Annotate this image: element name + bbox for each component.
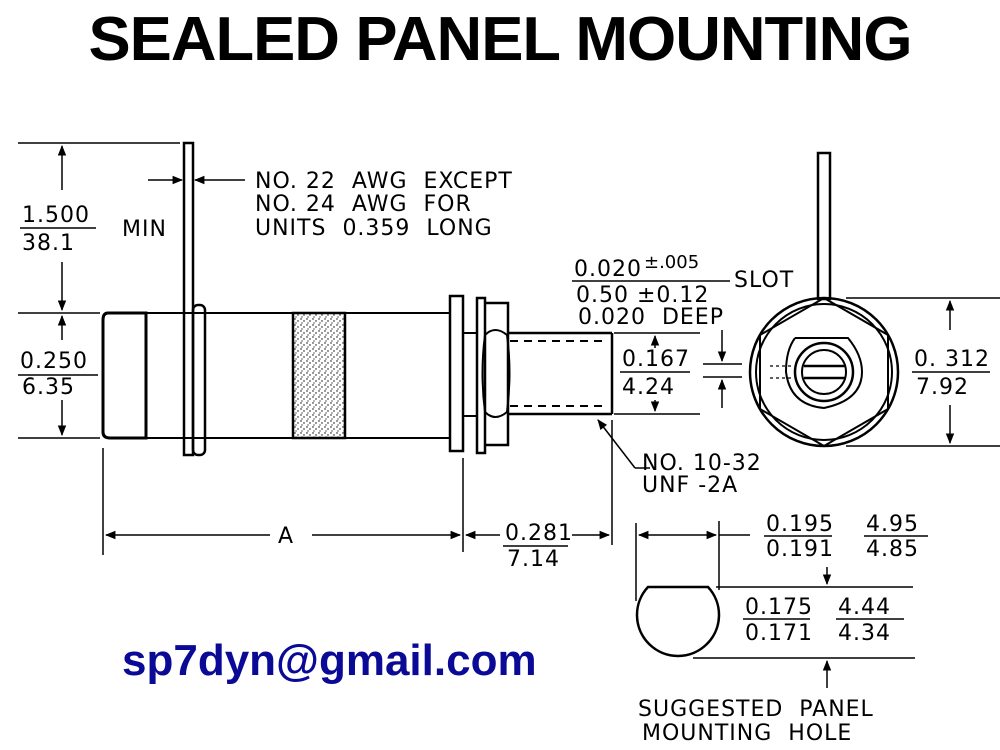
thread-length-inch: 0.281 bbox=[505, 521, 573, 546]
page-title: SEALED PANEL MOUNTING bbox=[88, 5, 912, 74]
hole-flat-inch-max: 0.175 bbox=[745, 595, 813, 620]
wire-note-line-3: UNITS 0.359 LONG bbox=[255, 216, 493, 241]
hole-flat-mm-min: 4.34 bbox=[838, 621, 891, 646]
hole-width-mm-max: 4.95 bbox=[866, 512, 919, 537]
lead-length-min: MIN bbox=[122, 217, 167, 242]
end-view bbox=[748, 151, 900, 448]
side-view-body bbox=[101, 141, 614, 457]
hole-width-inch-min: 0.191 bbox=[766, 537, 834, 562]
dim-hex-flats bbox=[846, 297, 1000, 447]
length-a-label: A bbox=[278, 524, 294, 549]
hex-flats-mm: 7.92 bbox=[916, 375, 969, 400]
slot-width-inch: 0.020 bbox=[574, 257, 642, 282]
dim-panel-hole bbox=[635, 521, 915, 688]
hex-flats-inch: 0. 312 bbox=[914, 347, 990, 372]
dim-lead-length bbox=[18, 142, 742, 555]
hole-flat-inch-min: 0.171 bbox=[745, 621, 813, 646]
slot-depth: 0.020 DEEP bbox=[578, 305, 724, 330]
hole-width-mm-min: 4.85 bbox=[866, 537, 919, 562]
thread-diameter-inch: 0.167 bbox=[622, 347, 690, 372]
lead-length-inch: 1.500 bbox=[22, 203, 90, 228]
thread-spec-line-2: UNF -2A bbox=[642, 473, 738, 498]
thread-length-mm: 7.14 bbox=[507, 547, 560, 572]
hole-width-inch-max: 0.195 bbox=[766, 512, 834, 537]
panel-hole-caption-2: MOUNTING HOLE bbox=[642, 721, 852, 746]
dimension-labels: 1.500 38.1 MIN NO. 22 AWG EXCEPT NO. 24 … bbox=[18, 169, 990, 746]
thread-spec-line-1: NO. 10-32 bbox=[642, 451, 762, 476]
slot-width-mm: 0.50 ±0.12 bbox=[576, 283, 709, 308]
slot-label: SLOT bbox=[734, 268, 794, 293]
slot-width-tolerance: ±.005 bbox=[644, 252, 699, 273]
hole-flat-mm-max: 4.44 bbox=[838, 595, 891, 620]
wire-note-line-2: NO. 24 AWG FOR bbox=[255, 192, 472, 217]
thread-diameter-mm: 4.24 bbox=[622, 375, 675, 400]
contact-email: sp7dyn@gmail.com bbox=[122, 636, 537, 685]
panel-hole-caption-1: SUGGESTED PANEL bbox=[638, 697, 874, 722]
body-diameter-mm: 6.35 bbox=[22, 375, 75, 400]
lead-length-mm: 38.1 bbox=[22, 231, 75, 256]
body-diameter-inch: 0.250 bbox=[20, 349, 88, 374]
wire-note-line-1: NO. 22 AWG EXCEPT bbox=[255, 169, 513, 194]
panel-hole-shape bbox=[635, 585, 721, 658]
